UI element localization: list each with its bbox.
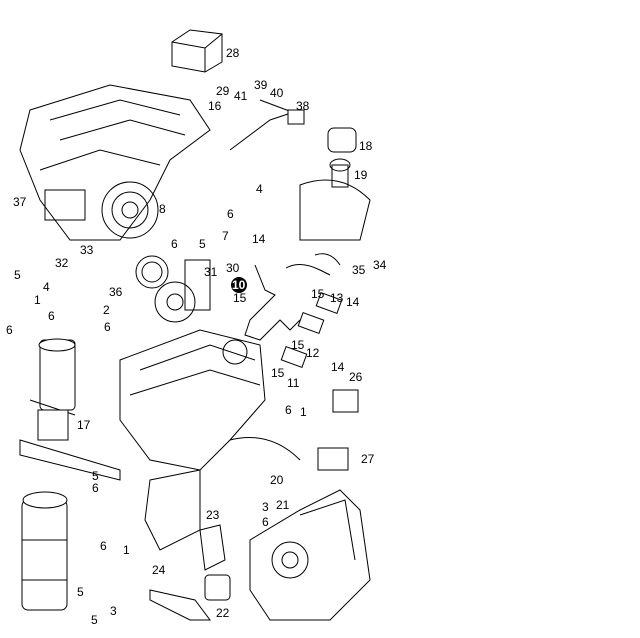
label-22[interactable]: 22 — [216, 606, 230, 620]
label-3[interactable]: 3 — [110, 604, 117, 618]
brackets-23-24-22 — [149, 524, 231, 621]
label-14[interactable]: 14 — [346, 295, 360, 309]
label-6[interactable]: 6 — [92, 481, 99, 495]
label-19[interactable]: 19 — [354, 168, 368, 182]
label-10[interactable]: 10 — [232, 278, 246, 292]
label-5[interactable]: 5 — [14, 268, 21, 282]
label-2[interactable]: 2 — [103, 303, 110, 317]
label-5[interactable]: 5 — [92, 469, 99, 483]
label-6[interactable]: 6 — [48, 309, 55, 323]
sensor-harness-38 — [229, 99, 305, 151]
label-27[interactable]: 27 — [361, 452, 375, 466]
label-41[interactable]: 41 — [234, 89, 248, 103]
pump-30 — [135, 255, 211, 323]
label-34[interactable]: 34 — [373, 258, 387, 272]
label-14[interactable]: 14 — [252, 232, 266, 246]
label-26[interactable]: 26 — [349, 370, 363, 384]
label-6[interactable]: 6 — [6, 323, 13, 337]
label-14[interactable]: 14 — [331, 360, 345, 374]
transmission-housing — [249, 489, 371, 621]
label-37[interactable]: 37 — [13, 195, 27, 209]
label-1[interactable]: 1 — [300, 405, 307, 419]
label-4[interactable]: 4 — [256, 182, 263, 196]
label-6[interactable]: 6 — [100, 539, 107, 553]
label-17[interactable]: 17 — [77, 418, 91, 432]
label-6[interactable]: 6 — [104, 320, 111, 334]
label-38[interactable]: 38 — [296, 99, 310, 113]
label-6[interactable]: 6 — [227, 207, 234, 221]
label-21[interactable]: 21 — [276, 498, 290, 512]
label-6[interactable]: 6 — [262, 515, 269, 529]
label-39[interactable]: 39 — [254, 78, 268, 92]
label-28[interactable]: 28 — [226, 46, 240, 60]
label-13[interactable]: 13 — [330, 291, 344, 305]
parts-right-26-27 — [317, 389, 359, 471]
label-11[interactable]: 11 — [287, 376, 300, 390]
control-unit-28 — [171, 29, 223, 73]
label-32[interactable]: 32 — [55, 256, 69, 270]
engine-top-assembly — [19, 84, 211, 241]
filter-housing-left — [19, 338, 121, 481]
label-31[interactable]: 31 — [204, 265, 218, 279]
pipe-fittings-10 — [244, 253, 343, 368]
label-5[interactable]: 5 — [199, 237, 206, 251]
label-1[interactable]: 1 — [34, 293, 41, 307]
label-3[interactable]: 3 — [262, 500, 269, 514]
label-15[interactable]: 15 — [271, 366, 285, 380]
label-8[interactable]: 8 — [159, 202, 166, 216]
label-16[interactable]: 16 — [208, 99, 222, 113]
label-4[interactable]: 4 — [43, 280, 50, 294]
label-1[interactable]: 1 — [123, 543, 130, 557]
label-40[interactable]: 40 — [270, 86, 284, 100]
label-6[interactable]: 6 — [171, 237, 178, 251]
label-6[interactable]: 6 — [285, 403, 292, 417]
part-18-19 — [299, 127, 371, 241]
reservoir-bottom-left — [21, 491, 68, 611]
engine-lower-assembly — [119, 329, 301, 551]
label-20[interactable]: 20 — [270, 473, 284, 487]
label-15[interactable]: 15 — [233, 291, 247, 305]
label-12[interactable]: 12 — [306, 346, 320, 360]
part-labels: 28 29 16 39 40 41 38 18 19 4 6 8 7 5 6 3… — [6, 46, 387, 627]
label-5[interactable]: 5 — [77, 585, 84, 599]
label-18[interactable]: 18 — [359, 139, 373, 153]
label-30[interactable]: 30 — [226, 261, 240, 275]
label-15[interactable]: 15 — [311, 287, 325, 301]
label-23[interactable]: 23 — [206, 508, 220, 522]
label-33[interactable]: 33 — [80, 243, 94, 257]
label-24[interactable]: 24 — [152, 563, 166, 577]
label-29[interactable]: 29 — [216, 84, 230, 98]
label-36[interactable]: 36 — [109, 285, 123, 299]
label-7[interactable]: 7 — [222, 229, 229, 243]
label-10-badge[interactable] — [231, 277, 247, 293]
label-15[interactable]: 15 — [291, 338, 305, 352]
label-35[interactable]: 35 — [352, 263, 366, 277]
label-5[interactable]: 5 — [91, 613, 98, 627]
